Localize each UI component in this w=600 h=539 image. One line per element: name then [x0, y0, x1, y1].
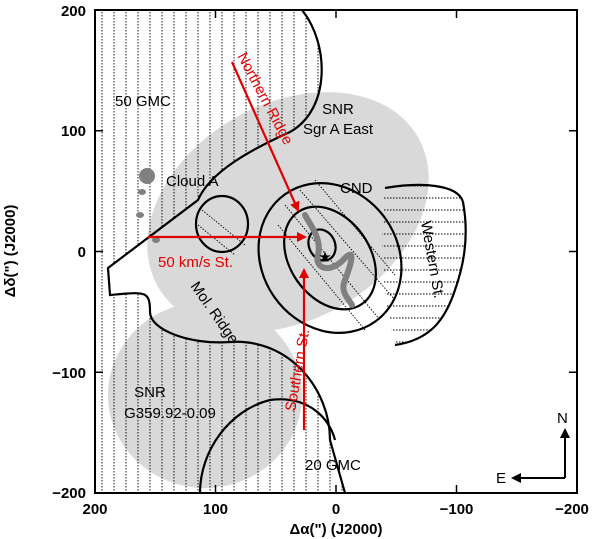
label-20-gmc: 20 GMC — [305, 457, 361, 474]
x-tick-2: 0 — [332, 501, 340, 518]
label-snr-east-1: SNR — [322, 101, 354, 118]
cloud-a-contour — [194, 194, 250, 254]
y-axis-title: Δδ(") (J2000) — [2, 205, 19, 298]
cnd-outer-contour — [257, 182, 403, 334]
sgr-a-star-icon: ★ — [318, 248, 331, 266]
x-tick-1: 100 — [203, 501, 228, 518]
y-tick-1: 100 — [61, 123, 86, 140]
label-cloud-a: Cloud A — [166, 173, 219, 190]
compass-e-label: E — [496, 470, 506, 487]
compass-n-label: N — [557, 410, 568, 427]
minispiral — [302, 212, 355, 308]
blob-2 — [138, 189, 146, 195]
label-snr-east-2: Sgr A East — [303, 121, 374, 138]
label-50-gmc: 50 GMC — [115, 93, 171, 110]
x-tick-0: 200 — [82, 501, 107, 518]
label-snr-g-1: SNR — [134, 384, 166, 401]
compass: N E — [496, 410, 570, 487]
western-outline — [384, 183, 467, 347]
label-50kms-st: 50 km/s St. — [158, 254, 233, 271]
label-cnd: CND — [340, 180, 373, 197]
molecular-cloud-region — [95, 10, 345, 493]
blob-1 — [139, 168, 155, 184]
y-tick-0: 200 — [61, 3, 86, 20]
gmc20-outline — [198, 398, 337, 493]
x-axis-title: Δα(") (J2000) — [290, 521, 383, 538]
cnd-ring — [283, 205, 377, 311]
tick-marks — [94, 10, 577, 493]
y-tick-2: 0 — [78, 244, 86, 261]
x-tick-3: −100 — [440, 501, 474, 518]
x-tick-4: −200 — [555, 501, 589, 518]
blob-3 — [136, 212, 144, 218]
cloud-outline-contour — [106, 10, 347, 493]
y-tick-4: −200 — [52, 485, 86, 502]
northern-ridge-arrow — [230, 61, 300, 212]
western-streamer-region — [382, 184, 466, 345]
cnd-diagonal-hatch — [277, 179, 396, 331]
label-snr-g-2: G359.92-0.09 — [124, 405, 216, 422]
blob-4 — [152, 237, 160, 243]
y-tick-3: −100 — [52, 365, 86, 382]
